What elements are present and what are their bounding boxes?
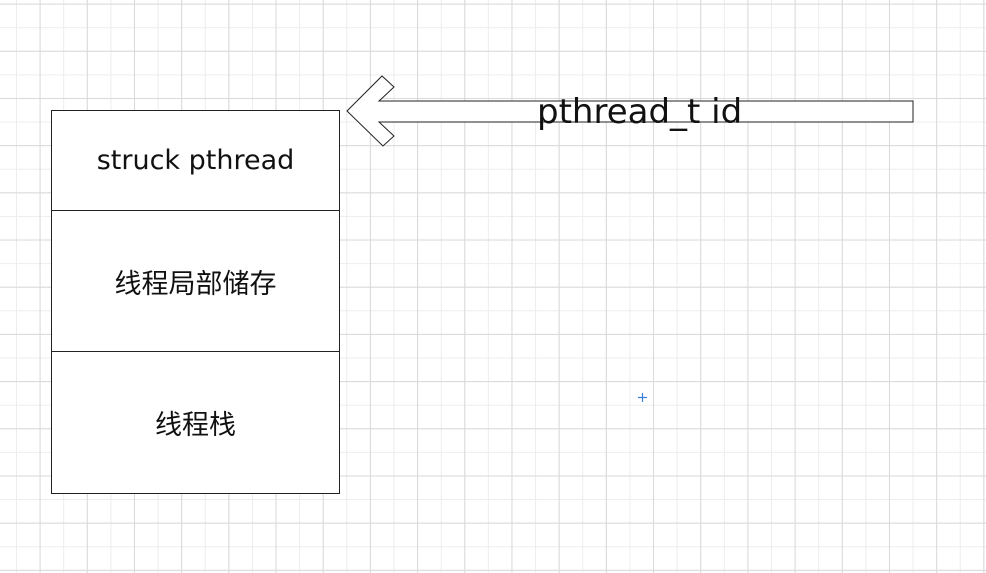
- block-label: struck pthread: [96, 145, 295, 176]
- block-label: 线程栈: [155, 410, 236, 441]
- crosshair-cursor-icon: [638, 393, 647, 402]
- block-struct-pthread: struck pthread: [51, 110, 340, 211]
- block-thread-stack: 线程栈: [51, 351, 340, 494]
- arrow-label: pthread_t id: [537, 92, 743, 132]
- block-label: 线程局部储存: [114, 268, 277, 300]
